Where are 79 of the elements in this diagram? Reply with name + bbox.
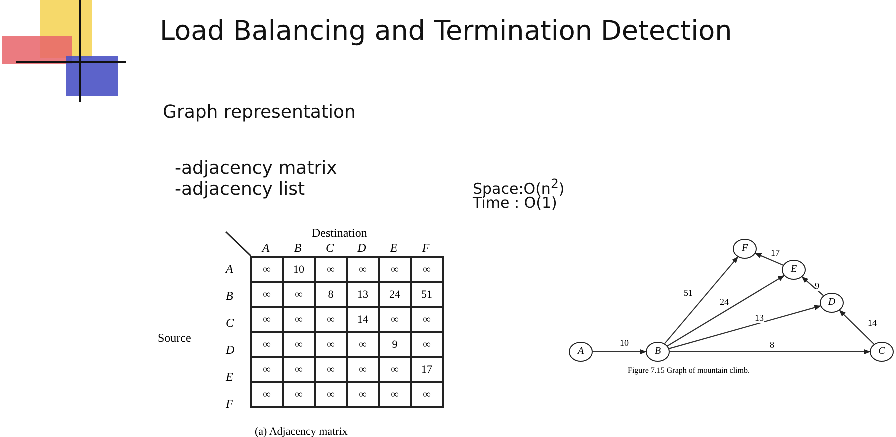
table-cell: ∞ xyxy=(347,332,379,357)
column-header: D xyxy=(356,241,368,256)
table-cell: ∞ xyxy=(283,382,315,407)
table-cell: 8 xyxy=(315,282,347,307)
column-header: F xyxy=(421,241,431,256)
table-cell: 9 xyxy=(379,332,411,357)
axis-label: Destination xyxy=(312,226,368,241)
table-cell: 13 xyxy=(347,282,379,307)
table-cell: ∞ xyxy=(411,257,443,282)
edge-label: 13 xyxy=(755,313,764,323)
table-cell: ∞ xyxy=(315,307,347,332)
table-cell: ∞ xyxy=(379,257,411,282)
table-cell: ∞ xyxy=(283,332,315,357)
table-cell: ∞ xyxy=(251,282,283,307)
table-cell: ∞ xyxy=(347,257,379,282)
table-cell: 10 xyxy=(283,257,315,282)
arrow xyxy=(667,275,785,347)
row-header: D xyxy=(226,343,235,358)
arrow xyxy=(839,310,875,345)
table-cell: ∞ xyxy=(251,382,283,407)
table-cell: 51 xyxy=(411,282,443,307)
column-header: A xyxy=(260,241,271,256)
graph-node: D xyxy=(820,293,844,313)
table-cell: ∞ xyxy=(251,357,283,382)
arrow xyxy=(802,276,824,296)
bullet-item: -adjacency list xyxy=(175,179,306,200)
table-cell: ∞ xyxy=(283,282,315,307)
table-cell: ∞ xyxy=(315,382,347,407)
table-cell: ∞ xyxy=(315,257,347,282)
arrow xyxy=(669,305,822,350)
section-heading: Graph representation xyxy=(163,102,356,123)
figure-caption: (a) Adjacency matrix xyxy=(255,426,348,437)
bullet-item: -adjacency matrix xyxy=(175,158,338,179)
figure-caption: Figure 7.15 Graph of mountain climb. xyxy=(628,366,750,375)
arrow xyxy=(664,256,739,344)
table-cell: ∞ xyxy=(283,357,315,382)
table-cell: ∞ xyxy=(251,332,283,357)
table-cell: ∞ xyxy=(283,307,315,332)
table-cell: ∞ xyxy=(347,357,379,382)
table-cell: ∞ xyxy=(347,382,379,407)
row-header: C xyxy=(226,316,234,331)
column-header: E xyxy=(389,241,399,256)
column-header: B xyxy=(293,241,303,256)
graph-node: E xyxy=(782,260,806,280)
table-cell: ∞ xyxy=(251,257,283,282)
axis-label: Source xyxy=(158,331,192,346)
table-cell: 24 xyxy=(379,282,411,307)
row-header: B xyxy=(226,289,234,304)
table-cell: ∞ xyxy=(379,357,411,382)
graph-node: C xyxy=(870,342,894,362)
arrow xyxy=(670,349,871,355)
edge-label: 17 xyxy=(771,248,780,258)
table-cell: ∞ xyxy=(411,382,443,407)
edge-label: 8 xyxy=(770,340,774,350)
edge-label: 14 xyxy=(868,318,877,328)
slide-title: Load Balancing and Termination Detection xyxy=(160,16,732,47)
table-cell: ∞ xyxy=(315,332,347,357)
row-header: E xyxy=(226,370,234,385)
arrow xyxy=(755,253,784,266)
table-cell: ∞ xyxy=(411,307,443,332)
table-cell: ∞ xyxy=(251,307,283,332)
table-cell: ∞ xyxy=(315,357,347,382)
arrow xyxy=(593,349,647,355)
row-header: F xyxy=(226,397,234,412)
column-header: C xyxy=(324,241,335,256)
graph-node: A xyxy=(569,342,593,362)
table-cell: 17 xyxy=(411,357,443,382)
table-cell: ∞ xyxy=(379,307,411,332)
edge-label: 10 xyxy=(620,338,629,348)
table-cell: ∞ xyxy=(411,332,443,357)
complexity-note: Space:O(n$^{2}$) xyxy=(473,176,565,198)
row-header: A xyxy=(226,262,234,277)
edge-label: 51 xyxy=(684,288,693,298)
table-cell: ∞ xyxy=(379,382,411,407)
edge-label: 9 xyxy=(815,281,820,291)
table-cell: 14 xyxy=(347,307,379,332)
edge-label: 24 xyxy=(720,297,729,307)
graph-node: B xyxy=(646,342,670,362)
graph-node: F xyxy=(733,239,757,259)
